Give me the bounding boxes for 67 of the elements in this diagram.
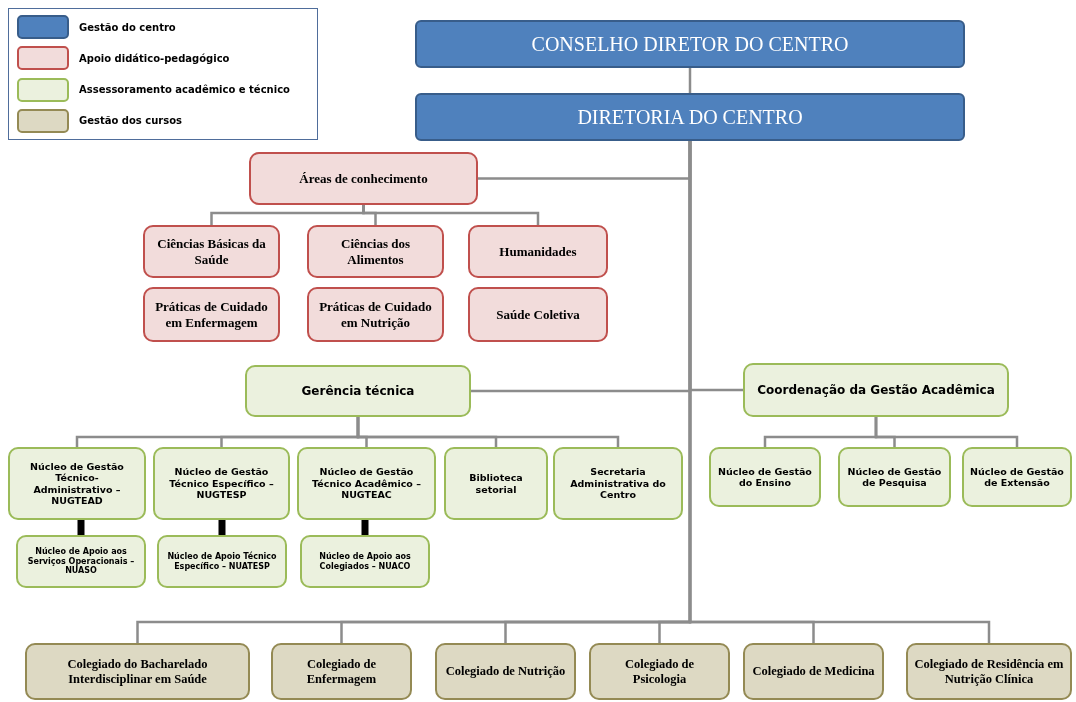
org-unit-box [415,20,965,68]
unit-name: Ciências Básicas da Saúde [156,235,267,268]
connector-line [361,520,369,535]
unit-name: Núcleo de Apoio aos Colegiados – NUACO [318,551,412,572]
org-unit-box [245,365,471,417]
unit-name: Humanidades [499,243,577,260]
org-unit-box [468,225,608,278]
unit-name: DIRETORIA DO CENTRO [577,105,803,129]
unit-name: Núcleo de Gestão Técnico-Administrativo – NUGTEAD [29,460,125,507]
legend-label: Gestão dos cursos [79,115,183,127]
org-unit-box [143,225,280,278]
unit-name: Núcleo de Gestão Técnico Acadêmico – NUGTEAC [311,466,422,501]
unit-name: Biblioteca setorial [468,472,524,495]
unit-name: Colegiado de Medicina [752,664,875,679]
connector-line [218,520,226,535]
org-unit-box [906,643,1072,700]
unit-name: CONSELHO DIRETOR DO CENTRO [531,32,849,56]
org-unit-box [271,643,412,700]
unit-name: Núcleo de Apoio Técnico Específico – NUATESP [166,551,278,572]
unit-name: Colegiado de Nutrição [445,664,566,679]
unit-name: Colegiado de Residência em Nutrição Clínica [914,656,1064,687]
unit-name: Colegiado de Enfermagem [305,656,378,687]
org-unit-box [435,643,576,700]
unit-name: Práticas de Cuidado em Enfermagem [154,298,269,331]
connector-line [688,68,692,93]
org-unit-box [962,447,1072,507]
org-unit-box [468,287,608,342]
unit-name: Colegiado de Psicologia [623,656,696,687]
connector-line [77,520,85,535]
legend-label: Assessoramento acadêmico e técnico [79,84,290,96]
org-unit-box [743,643,884,700]
org-unit-box [143,287,280,342]
org-unit-box [157,535,287,588]
org-unit-box [553,447,683,520]
org-unit-box [307,225,444,278]
org-unit-box [249,152,478,205]
unit-name: Núcleo de Gestão Técnico Específico – NUGTESP [168,466,275,501]
org-unit-box [589,643,730,700]
org-unit-box [300,535,430,588]
org-unit-box [838,447,951,507]
org-unit-box [8,447,146,520]
unit-name: Gerência técnica [301,383,415,399]
org-unit-box [16,535,146,588]
org-unit-box [415,93,965,141]
unit-name: Núcleo de Gestão do Ensino [717,465,813,489]
unit-name: Secretaria Administrativa do Centro [569,466,667,501]
unit-name: Ciências dos Alimentos [340,235,411,268]
legend-label: Gestão do centro [79,21,176,33]
unit-name: Saúde Coletiva [496,306,580,323]
unit-name: Núcleo de Gestão de Pesquisa [846,465,943,489]
unit-name: Núcleo de Gestão de Extensão [970,465,1064,489]
org-unit-box [153,447,290,520]
org-unit-box [709,447,821,507]
connector-line [362,205,540,225]
org-unit-box [743,363,1009,417]
org-unit-box [444,447,548,520]
legend-label: Apoio didático-pedagógico [79,52,230,64]
unit-name: Áreas de conhecimento [299,170,428,187]
unit-name: Colegiado do Bacharelado Interdisciplinar em Saúde [66,656,209,687]
org-unit-box [307,287,444,342]
unit-name: Práticas de Cuidado em Nutrição [318,298,433,331]
connector-line [356,417,620,447]
unit-name: Núcleo de Apoio aos Serviços Operacionais – NUASO [26,547,136,576]
org-unit-box [25,643,250,700]
org-unit-box [297,447,436,520]
unit-name: Coordenação da Gestão Acadêmica [757,382,995,398]
connector-line [874,417,1019,447]
